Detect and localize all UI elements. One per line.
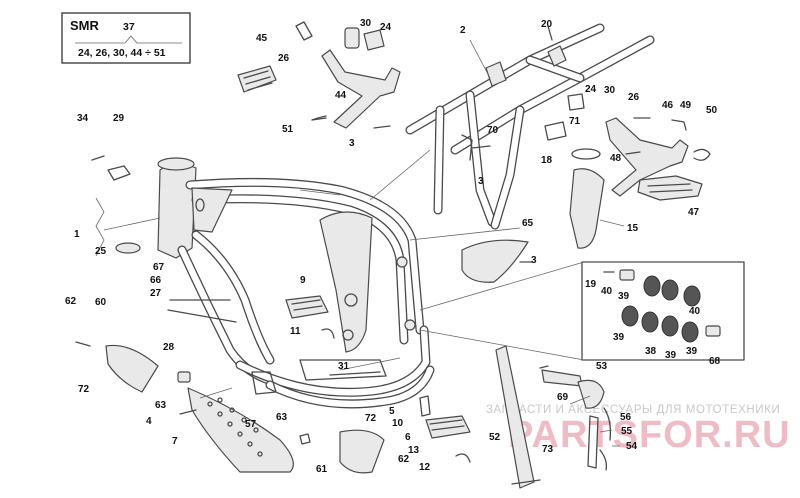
callout-49: 49	[680, 100, 692, 111]
callout-4: 4	[146, 416, 152, 427]
smr-range: 24, 26, 30, 44 ÷ 51	[78, 47, 166, 59]
callout-54: 54	[626, 441, 638, 452]
callout-26a: 26	[278, 53, 290, 64]
callout-19: 19	[585, 279, 597, 290]
callout-57: 57	[245, 419, 257, 430]
front-footrest	[285, 295, 471, 463]
callout-72b: 72	[365, 413, 377, 424]
callout-28: 28	[163, 342, 175, 353]
watermark-big: PARTSFOR.RU	[508, 414, 791, 456]
callout-38: 38	[645, 346, 657, 357]
callout-30a: 30	[360, 18, 372, 29]
callout-72a: 72	[78, 384, 90, 395]
callout-24b: 24	[585, 84, 597, 95]
rear-subframe	[405, 23, 655, 230]
footrest-assembly-right	[605, 117, 711, 201]
callout-53: 53	[596, 361, 608, 372]
callout-24a: 24	[380, 22, 392, 33]
callout-60: 60	[95, 297, 107, 308]
callout-12: 12	[419, 462, 431, 473]
callout-5: 5	[389, 406, 395, 417]
callout-29: 29	[113, 113, 125, 124]
callout-30b: 30	[604, 85, 616, 96]
callout-70: 70	[487, 125, 499, 136]
skid-plate-holes	[207, 397, 263, 457]
callout-labels: 1 2 3 3 3 4 5 6 7 9 10 11 12 13 15 18 19…	[65, 18, 721, 475]
callout-73: 73	[542, 444, 554, 455]
callout-15: 15	[627, 223, 639, 234]
callout-46: 46	[662, 100, 674, 111]
callout-66: 66	[150, 275, 162, 286]
callout-40b: 40	[689, 306, 701, 317]
smr-number: 37	[123, 21, 135, 33]
callout-68: 68	[709, 356, 721, 367]
callout-63b: 63	[276, 412, 288, 423]
callout-10: 10	[392, 418, 404, 429]
callout-69: 69	[557, 392, 569, 403]
callout-34: 34	[77, 113, 89, 124]
callout-51: 51	[282, 124, 294, 135]
callout-56: 56	[620, 412, 632, 423]
callout-62a: 62	[65, 296, 77, 307]
callout-25: 25	[95, 246, 107, 257]
smr-title: SMR	[70, 18, 100, 33]
main-frame	[157, 157, 435, 409]
callout-40a: 40	[601, 286, 613, 297]
callout-26b: 26	[628, 92, 640, 103]
callout-61: 61	[316, 464, 328, 475]
skid-plate	[105, 344, 385, 474]
callout-27: 27	[150, 288, 162, 299]
callout-39c: 39	[665, 350, 677, 361]
callout-13: 13	[408, 445, 420, 456]
callout-1: 1	[74, 229, 80, 240]
callout-31: 31	[338, 361, 350, 372]
callout-39d: 39	[686, 346, 698, 357]
callout-39b: 39	[613, 332, 625, 343]
footrest-assembly-left	[237, 21, 401, 129]
callout-39a: 39	[618, 291, 630, 302]
callout-45: 45	[256, 33, 268, 44]
callout-52: 52	[489, 432, 501, 443]
callout-6: 6	[405, 432, 411, 443]
callout-63a: 63	[155, 400, 167, 411]
hardware	[75, 25, 651, 445]
callout-2: 2	[460, 25, 466, 36]
callout-20: 20	[541, 19, 553, 30]
watermark-small: ЗАПЧАСТИ И АКСЕССУАРЫ ДЛЯ МОТОТЕХНИКИ	[486, 404, 780, 416]
callout-3c: 3	[531, 255, 537, 266]
callout-7: 7	[172, 436, 178, 447]
callout-47: 47	[688, 207, 700, 218]
watermark: ЗАПЧАСТИ И АКСЕССУАРЫ ДЛЯ МОТОТЕХНИКИ PA…	[486, 404, 791, 456]
callout-62b: 62	[398, 454, 410, 465]
rear-brackets	[461, 93, 605, 283]
side-stand	[495, 345, 612, 489]
callout-18: 18	[541, 155, 553, 166]
callout-44: 44	[335, 90, 347, 101]
callout-3a: 3	[349, 138, 355, 149]
callout-71: 71	[569, 116, 581, 127]
callout-48: 48	[610, 153, 622, 164]
callout-55: 55	[621, 426, 633, 437]
callout-9: 9	[300, 275, 306, 286]
callout-67: 67	[153, 262, 165, 273]
callout-3b: 3	[478, 176, 484, 187]
callout-65: 65	[522, 218, 534, 229]
smr-box: SMR 37 24, 26, 30, 44 ÷ 51	[61, 12, 191, 64]
leader-lines	[95, 39, 625, 447]
callout-50: 50	[706, 105, 718, 116]
callout-11: 11	[290, 326, 301, 337]
bushing-kit-box	[581, 261, 745, 361]
